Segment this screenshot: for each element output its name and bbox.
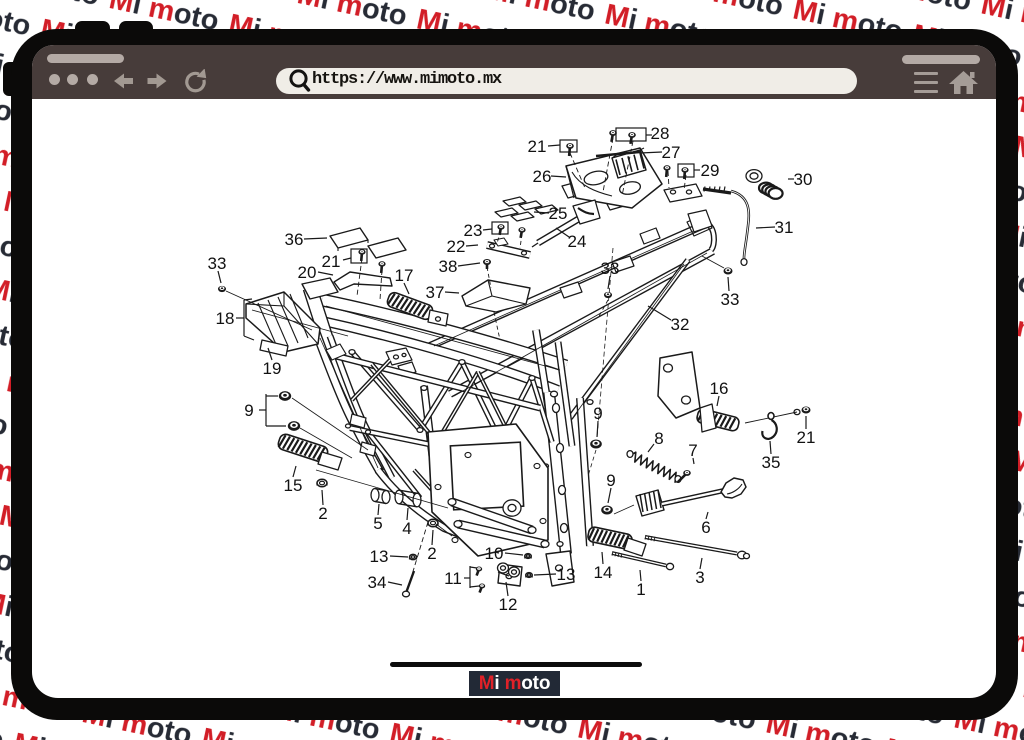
svg-text:14: 14 bbox=[594, 563, 613, 582]
svg-text:32: 32 bbox=[671, 315, 690, 334]
svg-text:6: 6 bbox=[701, 518, 710, 537]
svg-text:8: 8 bbox=[654, 429, 663, 448]
svg-text:33: 33 bbox=[721, 290, 740, 309]
svg-text:31: 31 bbox=[775, 218, 794, 237]
svg-text:34: 34 bbox=[368, 573, 387, 592]
svg-text:28: 28 bbox=[651, 124, 670, 143]
svg-text:16: 16 bbox=[710, 379, 729, 398]
svg-text:1: 1 bbox=[636, 580, 645, 599]
svg-text:33: 33 bbox=[601, 259, 620, 278]
svg-text:37: 37 bbox=[426, 283, 445, 302]
svg-text:7: 7 bbox=[688, 441, 697, 460]
svg-text:19: 19 bbox=[263, 359, 282, 378]
svg-text:26: 26 bbox=[533, 167, 552, 186]
svg-text:27: 27 bbox=[662, 143, 681, 162]
svg-text:36: 36 bbox=[285, 230, 304, 249]
svg-text:22: 22 bbox=[447, 237, 466, 256]
svg-text:4: 4 bbox=[402, 519, 411, 538]
svg-text:2: 2 bbox=[318, 504, 327, 523]
svg-text:2: 2 bbox=[427, 544, 436, 563]
svg-text:21: 21 bbox=[322, 252, 341, 271]
svg-text:5: 5 bbox=[373, 514, 382, 533]
svg-text:33: 33 bbox=[208, 254, 227, 273]
svg-text:15: 15 bbox=[284, 476, 303, 495]
svg-text:12: 12 bbox=[499, 595, 518, 614]
svg-text:35: 35 bbox=[762, 453, 781, 472]
svg-text:13: 13 bbox=[370, 547, 389, 566]
svg-text:21: 21 bbox=[528, 137, 547, 156]
svg-text:21: 21 bbox=[797, 428, 816, 447]
svg-text:17: 17 bbox=[395, 266, 414, 285]
svg-text:18: 18 bbox=[216, 309, 235, 328]
svg-text:9: 9 bbox=[244, 401, 253, 420]
svg-text:23: 23 bbox=[464, 221, 483, 240]
svg-text:29: 29 bbox=[701, 161, 720, 180]
svg-text:3: 3 bbox=[695, 568, 704, 587]
svg-text:38: 38 bbox=[439, 257, 458, 276]
svg-text:25: 25 bbox=[549, 204, 568, 223]
svg-text:9: 9 bbox=[606, 471, 615, 490]
svg-text:13: 13 bbox=[557, 565, 576, 584]
svg-text:11: 11 bbox=[444, 569, 462, 588]
svg-text:10: 10 bbox=[485, 544, 504, 563]
svg-text:9: 9 bbox=[593, 404, 602, 423]
svg-text:30: 30 bbox=[794, 170, 813, 189]
svg-text:20: 20 bbox=[298, 263, 317, 282]
svg-text:24: 24 bbox=[568, 232, 587, 251]
